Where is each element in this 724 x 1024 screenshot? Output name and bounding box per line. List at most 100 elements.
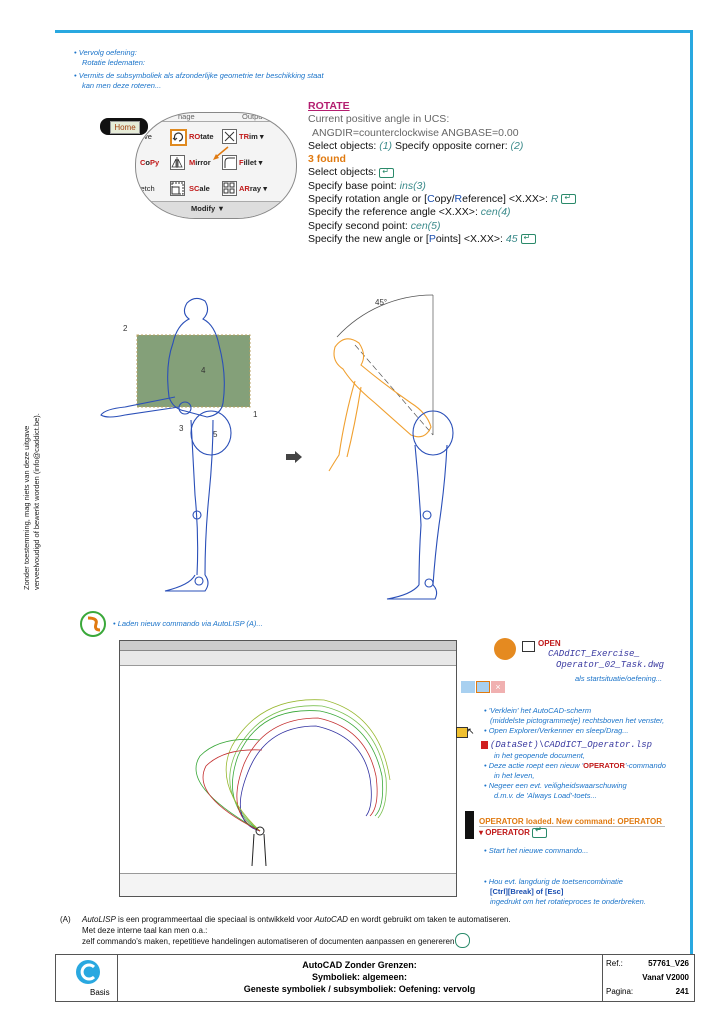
point-4-label: 4 [201, 366, 206, 375]
operator-notes: in het geopende document, • Deze actie r… [484, 751, 666, 800]
ribbon-modify-panel: nage Outpu ve ROtate TRim ▾ CoPy Mirror … [135, 112, 297, 219]
lsp-filename: (DataSet)\CADdICT_Operator.lsp [490, 740, 653, 750]
mirror-icon[interactable] [170, 155, 185, 170]
command-reference-angle: Specify the reference angle <X.XX>: cen(… [308, 206, 511, 219]
footer-title3: Geneste symboliek / subsymboliek: Oefeni… [243, 984, 476, 994]
command-history: ROTATE Current positive angle in UCS: AN… [308, 100, 577, 246]
footer-title2: Symboliek: algemeen: [311, 972, 408, 982]
operator-loaded-message: OPERATOR loaded. New command: OPERATOR [479, 817, 662, 826]
lisp-note: • Laden nieuw commando via AutoLISP (A).… [113, 619, 263, 628]
enter-key-icon [520, 231, 536, 244]
selection-window [137, 335, 250, 407]
copyright-line1: Zonder toestemming, mag niets van deze u… [22, 425, 31, 590]
autolisp-load-icon [80, 611, 106, 637]
exercise-filename: CADdICT_Exercise_ Operator_02_Task.dwg [548, 649, 665, 670]
home-tab[interactable]: Home [110, 121, 140, 134]
arrow-right-icon [286, 451, 302, 463]
scale-icon[interactable] [170, 181, 185, 196]
enter-key-icon [532, 825, 548, 838]
mirror-button[interactable]: Mirror [189, 158, 211, 167]
fillet-button[interactable]: Fillet ▾ [239, 158, 263, 167]
footer-title1: AutoCAD Zonder Grenzen: [302, 960, 417, 970]
array-button[interactable]: ARray ▾ [239, 184, 267, 193]
autocad-window[interactable] [119, 640, 457, 897]
autocad-drawing-area[interactable] [120, 666, 456, 867]
command-select-objects-2: Select objects: [308, 165, 576, 179]
point-1-label: 1 [253, 410, 258, 419]
footer-ref-label: Ref.: [606, 959, 623, 968]
drag-pointer-icon: ↖ [467, 726, 475, 736]
trim-button[interactable]: TRim ▾ [239, 132, 264, 141]
rotate-icon[interactable] [170, 129, 187, 146]
rotate-button[interactable]: ROtate [189, 132, 214, 141]
autocad-titlebar [120, 641, 456, 651]
intro-line2: Rotatie ledematen: [82, 58, 145, 67]
ribbon-tab-output[interactable]: Outpu [242, 112, 263, 121]
footer-level: Basis [90, 988, 110, 997]
page-footer: Basis AutoCAD Zonder Grenzen: Symboliek:… [55, 954, 695, 1002]
caddict-logo-icon [76, 960, 100, 984]
footer-title-cell: AutoCAD Zonder Grenzen: Symboliek: algem… [117, 955, 603, 1001]
point-2-label: 2 [123, 324, 128, 333]
head-icon [494, 638, 516, 660]
footer-version: Vanaf V2000 [642, 973, 689, 982]
command-line-strip [465, 811, 474, 839]
film-reel-icon [455, 933, 470, 948]
angle-label: 45° [375, 298, 387, 307]
figure-before: 2 1 3 4 5 [100, 297, 258, 592]
lsp-file-icon [481, 741, 488, 749]
explorer-icon [456, 727, 468, 738]
open-command: OPEN [538, 639, 561, 648]
footer-ref-value: 57761_V26 [648, 959, 689, 968]
copyright-notice: Zonder toestemming, mag niets van deze u… [22, 413, 42, 590]
modify-panel-label[interactable]: Modify ▼ [191, 204, 225, 213]
footnote: (A) [60, 914, 71, 925]
command-base-point: Specify base point: ins(3) [308, 179, 426, 192]
drag-notes: • 'Verklein' het AutoCAD-scherm (middels… [484, 706, 665, 735]
autocad-ribbon [120, 651, 456, 666]
start-command-note: • Start het nieuwe commando... [484, 846, 589, 855]
enter-key-icon [379, 165, 395, 178]
command-line2: ANGDIR=counterclockwise ANGBASE=0.00 [312, 126, 519, 139]
footnote-marker: (A) [60, 915, 71, 924]
command-line1: Current positive angle in UCS: [308, 113, 450, 126]
enter-key-icon [561, 191, 577, 205]
ribbon-tab-manage[interactable]: nage [178, 112, 195, 121]
point-5-label: 5 [213, 430, 218, 439]
autocad-command-line[interactable] [120, 873, 456, 896]
minimize-icon[interactable] [461, 681, 475, 693]
command-select-objects: Select objects: (1) Specify opposite cor… [308, 139, 524, 152]
command-found: 3 found [308, 153, 346, 166]
fillet-icon[interactable] [222, 155, 237, 170]
stretch-button[interactable]: retch [138, 184, 155, 193]
restore-icon[interactable] [476, 681, 490, 693]
scale-button[interactable]: SCale [189, 184, 210, 193]
start-note: als startsituatie/oefening... [575, 674, 663, 683]
command-second-point: Specify second point: cen(5) [308, 219, 441, 232]
close-icon[interactable]: × [491, 681, 505, 693]
intro-line1: Vervolg oefening: [78, 48, 137, 57]
command-title: ROTATE [308, 100, 350, 112]
point-3-label: 3 [179, 424, 184, 433]
open-folder-icon[interactable] [522, 641, 535, 652]
intro-line3: Vermits de subsymboliek als afzonderlijk… [78, 71, 324, 80]
figure-after: 45° [328, 294, 454, 600]
copy-button[interactable]: CoPy [140, 158, 160, 167]
footer-page-value: 241 [675, 987, 689, 996]
intro-line4: kan men deze roteren... [82, 81, 162, 90]
footer-page-label: Pagina: [606, 987, 634, 996]
operator-command-input[interactable]: ▾ OPERATOR [479, 825, 548, 838]
command-rotation-angle: Specify rotation angle or [Copy/Referenc… [308, 191, 577, 206]
copyright-line2: verveelvoudigd of bewerkt worden (info@c… [32, 413, 41, 590]
frame-right-border [690, 30, 693, 954]
footnote-text: AutoLISP is een programmeertaal die spec… [82, 915, 511, 946]
footer-logo-cell: Basis [56, 955, 118, 1001]
command-new-angle: Specify the new angle or [Points] <X.XX>… [308, 231, 576, 246]
window-controls: × [461, 681, 507, 693]
break-notes: • Hou evt. langdurig de toetsencombinati… [484, 877, 646, 906]
cursor-pointer-arrow [213, 146, 229, 160]
array-icon[interactable] [222, 181, 237, 196]
intro-note: • Vervolg oefening: Rotatie ledematen: •… [74, 48, 324, 90]
trim-icon[interactable] [222, 129, 237, 144]
ribbon-move-partial[interactable]: ve [144, 132, 152, 141]
